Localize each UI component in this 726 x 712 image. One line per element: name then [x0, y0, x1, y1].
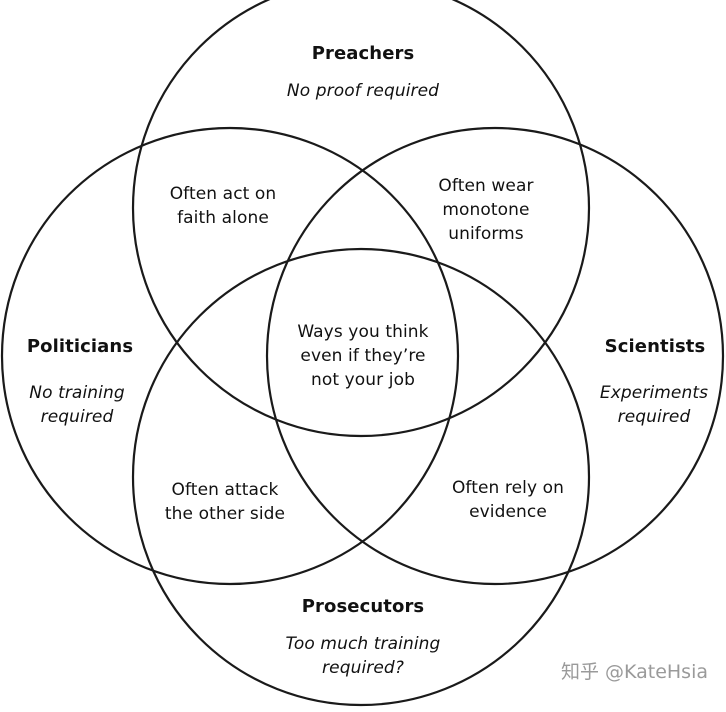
note-preachers: No proof required — [286, 81, 440, 101]
note-prosecutors: Too much training required? — [285, 634, 441, 678]
region-politicians-prosecutors: Often attack the other side — [164, 480, 286, 524]
region-center: Ways you think even if they’re not your … — [297, 322, 429, 390]
note-politicians: No training required — [29, 383, 125, 427]
circle-prosecutors — [131, 247, 591, 707]
region-scientists-prosecutors: Often rely on evidence — [451, 478, 565, 522]
label-preachers: Preachers — [311, 43, 415, 64]
circle-scientists — [265, 126, 725, 586]
region-preachers-scientists: Often wear monotone uniforms — [438, 176, 534, 244]
label-politicians: Politicians — [26, 336, 134, 357]
label-prosecutors: Prosecutors — [301, 596, 425, 617]
note-scientists: Experiments required — [599, 383, 709, 427]
watermark-text: 知乎 @KateHsia — [560, 661, 708, 683]
label-scientists: Scientists — [604, 336, 706, 357]
circle-preachers — [131, 0, 591, 438]
circle-politicians — [0, 126, 460, 586]
region-preachers-politicians: Often act on faith alone — [169, 184, 277, 228]
